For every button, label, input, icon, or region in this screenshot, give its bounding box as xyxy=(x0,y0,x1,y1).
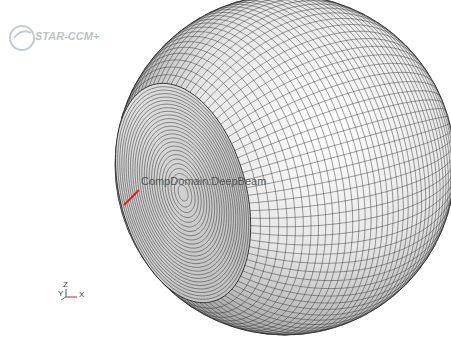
cut-disk xyxy=(116,83,251,302)
axis-letter: X xyxy=(79,290,84,299)
sphere-mesh xyxy=(115,0,451,335)
logo-icon xyxy=(10,26,34,50)
axis-letter: Y xyxy=(58,289,63,298)
axis-triad xyxy=(61,289,77,300)
disk-rings xyxy=(118,87,249,300)
axis-letter: Z xyxy=(63,280,68,289)
sphere-body xyxy=(115,0,451,335)
logo-text: STAR-CCM+ xyxy=(35,30,99,42)
leader-line xyxy=(124,190,139,205)
region-label: CompDomain:DeepBeam xyxy=(141,175,266,187)
